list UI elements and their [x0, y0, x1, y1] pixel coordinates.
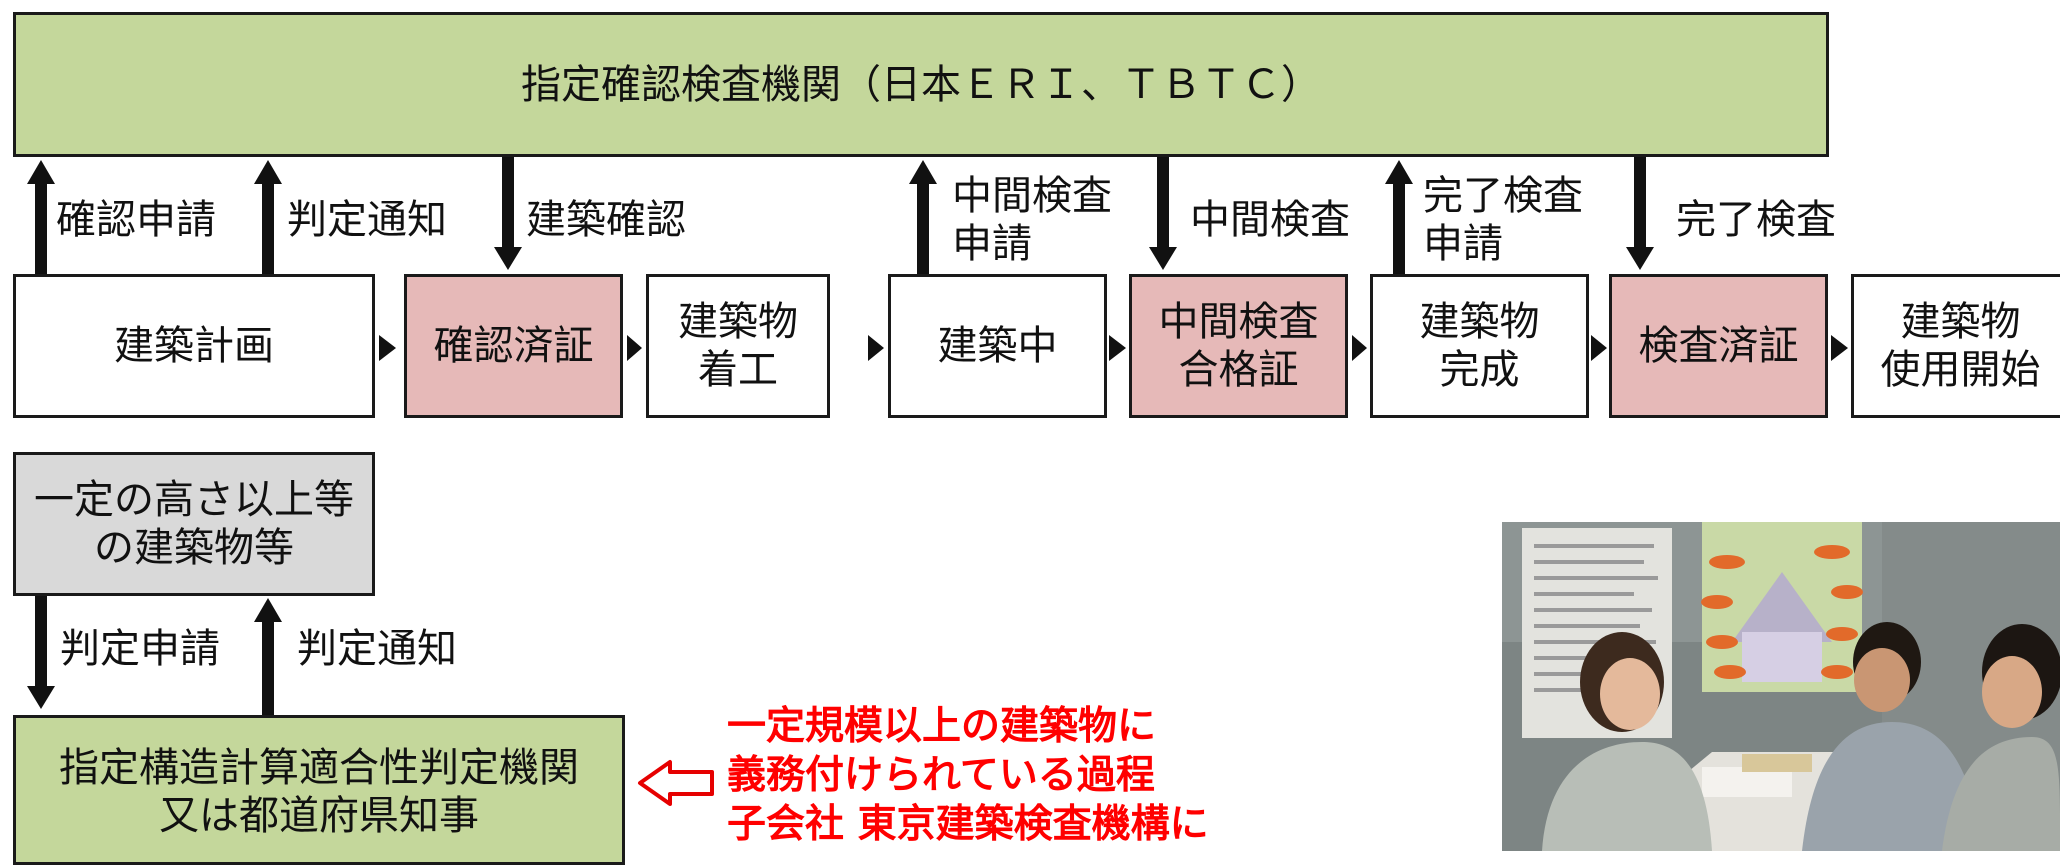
down-arrow-judgment-application — [27, 596, 55, 709]
height-condition-label: 一定の高さ以上等 の建築物等 — [34, 477, 354, 571]
flow-arrow-2 — [627, 335, 642, 361]
office-meeting-photo — [1502, 522, 2060, 851]
flow-arrow-5 — [1352, 335, 1367, 361]
arrow-label-confirmation-application: 確認申請 — [56, 197, 216, 243]
arrow-label-interim-inspection: 中間検査 — [1190, 197, 1350, 243]
flow-step-label: 中間検査 合格証 — [1158, 299, 1319, 393]
mandatory-process-note: 一定規模以上の建築物に 義務付けられている過程 子会社 東京建築検査機構に — [727, 704, 1209, 848]
down-arrow-building-confirmation — [494, 157, 522, 270]
up-arrow-decision-notice — [254, 160, 282, 274]
flow-step-label: 建築物 着工 — [678, 299, 798, 393]
height-condition-box: 一定の高さ以上等 の建築物等 — [13, 452, 375, 596]
structural-agency-label: 指定構造計算適合性判定機関 又は都道府県知事 — [59, 745, 579, 839]
up-arrow-judgment-notice — [254, 598, 282, 715]
flow-arrow-3 — [868, 335, 884, 361]
flow-step-under-construction: 建築中 — [888, 274, 1107, 418]
flow-step-building-plan: 建築計画 — [13, 274, 375, 418]
flow-arrow-4 — [1109, 335, 1126, 361]
flow-step-label: 建築中 — [937, 323, 1058, 369]
top-agency-box: 指定確認検査機関（日本ＥＲＩ、ＴＢＴＣ） — [13, 12, 1829, 157]
hollow-left-arrow-icon — [638, 760, 714, 806]
up-arrow-interim-application — [909, 160, 937, 274]
flow-step-start-of-use: 建築物 使用開始 — [1851, 274, 2060, 418]
flow-step-label: 建築物 完成 — [1419, 299, 1540, 393]
down-arrow-interim-inspection — [1149, 157, 1177, 270]
flow-step-label: 検査済証 — [1638, 323, 1799, 369]
flow-step-inspection-certificate: 検査済証 — [1609, 274, 1828, 418]
up-arrow-confirmation-application — [27, 160, 55, 274]
structural-agency-box: 指定構造計算適合性判定機関 又は都道府県知事 — [13, 715, 625, 865]
arrow-label-interim-application: 中間検査 申請 — [952, 173, 1112, 267]
flow-arrow-7 — [1831, 335, 1848, 361]
top-agency-label: 指定確認検査機関（日本ＥＲＩ、ＴＢＴＣ） — [521, 61, 1321, 108]
arrow-label-completion-inspection: 完了検査 — [1676, 197, 1836, 243]
flow-step-label: 建築物 使用開始 — [1880, 299, 2041, 393]
arrow-label-building-confirmation: 建築確認 — [526, 197, 686, 243]
flow-arrow-1 — [379, 335, 396, 361]
flow-step-interim-certificate: 中間検査 合格証 — [1129, 274, 1348, 418]
flow-step-confirmation-certificate: 確認済証 — [404, 274, 623, 418]
arrow-label-judgment-notice: 判定通知 — [297, 626, 457, 672]
flow-step-label: 建築計画 — [114, 323, 274, 369]
flow-step-label: 確認済証 — [433, 323, 594, 369]
arrow-label-completion-application: 完了検査 申請 — [1423, 173, 1583, 267]
flow-step-construction-start: 建築物 着工 — [646, 274, 830, 418]
flow-arrow-6 — [1591, 335, 1607, 361]
down-arrow-completion-inspection — [1626, 157, 1654, 270]
up-arrow-completion-application — [1385, 160, 1413, 274]
arrow-label-judgment-application: 判定申請 — [60, 626, 220, 672]
arrow-label-decision-notice: 判定通知 — [287, 197, 447, 243]
flow-step-building-complete: 建築物 完成 — [1370, 274, 1589, 418]
